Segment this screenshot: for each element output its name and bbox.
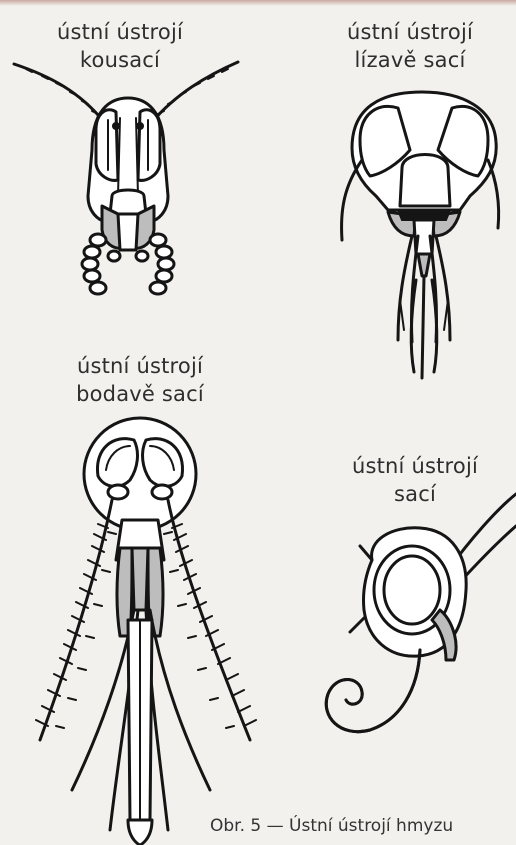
siphoning-mouthparts-illustration [326, 494, 516, 732]
label-lapping-sucking: ústní ústrojí lízavě sací [320, 18, 500, 74]
left-maxilla [398, 236, 412, 340]
label-piercing-sucking-line2: bodavě sací [40, 380, 240, 408]
figure-caption: Obr. 5 — Ústní ústrojí hmyzu [210, 816, 510, 836]
label-siphoning: ústní ústrojí sací [330, 452, 500, 508]
label-piercing-sucking-line1: ústní ústrojí [40, 352, 240, 380]
label-chewing: ústní ústrojí kousací [20, 18, 220, 74]
labrum-process [418, 254, 430, 276]
label-piercing-sucking: ústní ústrojí bodavě sací [40, 352, 240, 408]
coiled-proboscis [326, 650, 420, 732]
left-palp [82, 234, 106, 294]
right-palp [150, 234, 174, 294]
lapping-sucking-mouthparts-illustration [342, 92, 499, 378]
label-lapping-sucking-line1: ústní ústrojí [320, 18, 500, 46]
piercing-sucking-mouthparts-illustration [36, 418, 256, 845]
label-siphoning-line2: sací [330, 480, 500, 508]
clypeus [400, 155, 450, 207]
chewing-mouthparts-illustration [14, 62, 238, 294]
label-lapping-sucking-line2: lízavě sací [320, 46, 500, 74]
label-chewing-line2: kousací [20, 46, 220, 74]
glossa [422, 276, 424, 378]
label-chewing-line1: ústní ústrojí [20, 18, 220, 46]
label-siphoning-line1: ústní ústrojí [330, 452, 500, 480]
left-antenna [40, 500, 112, 740]
